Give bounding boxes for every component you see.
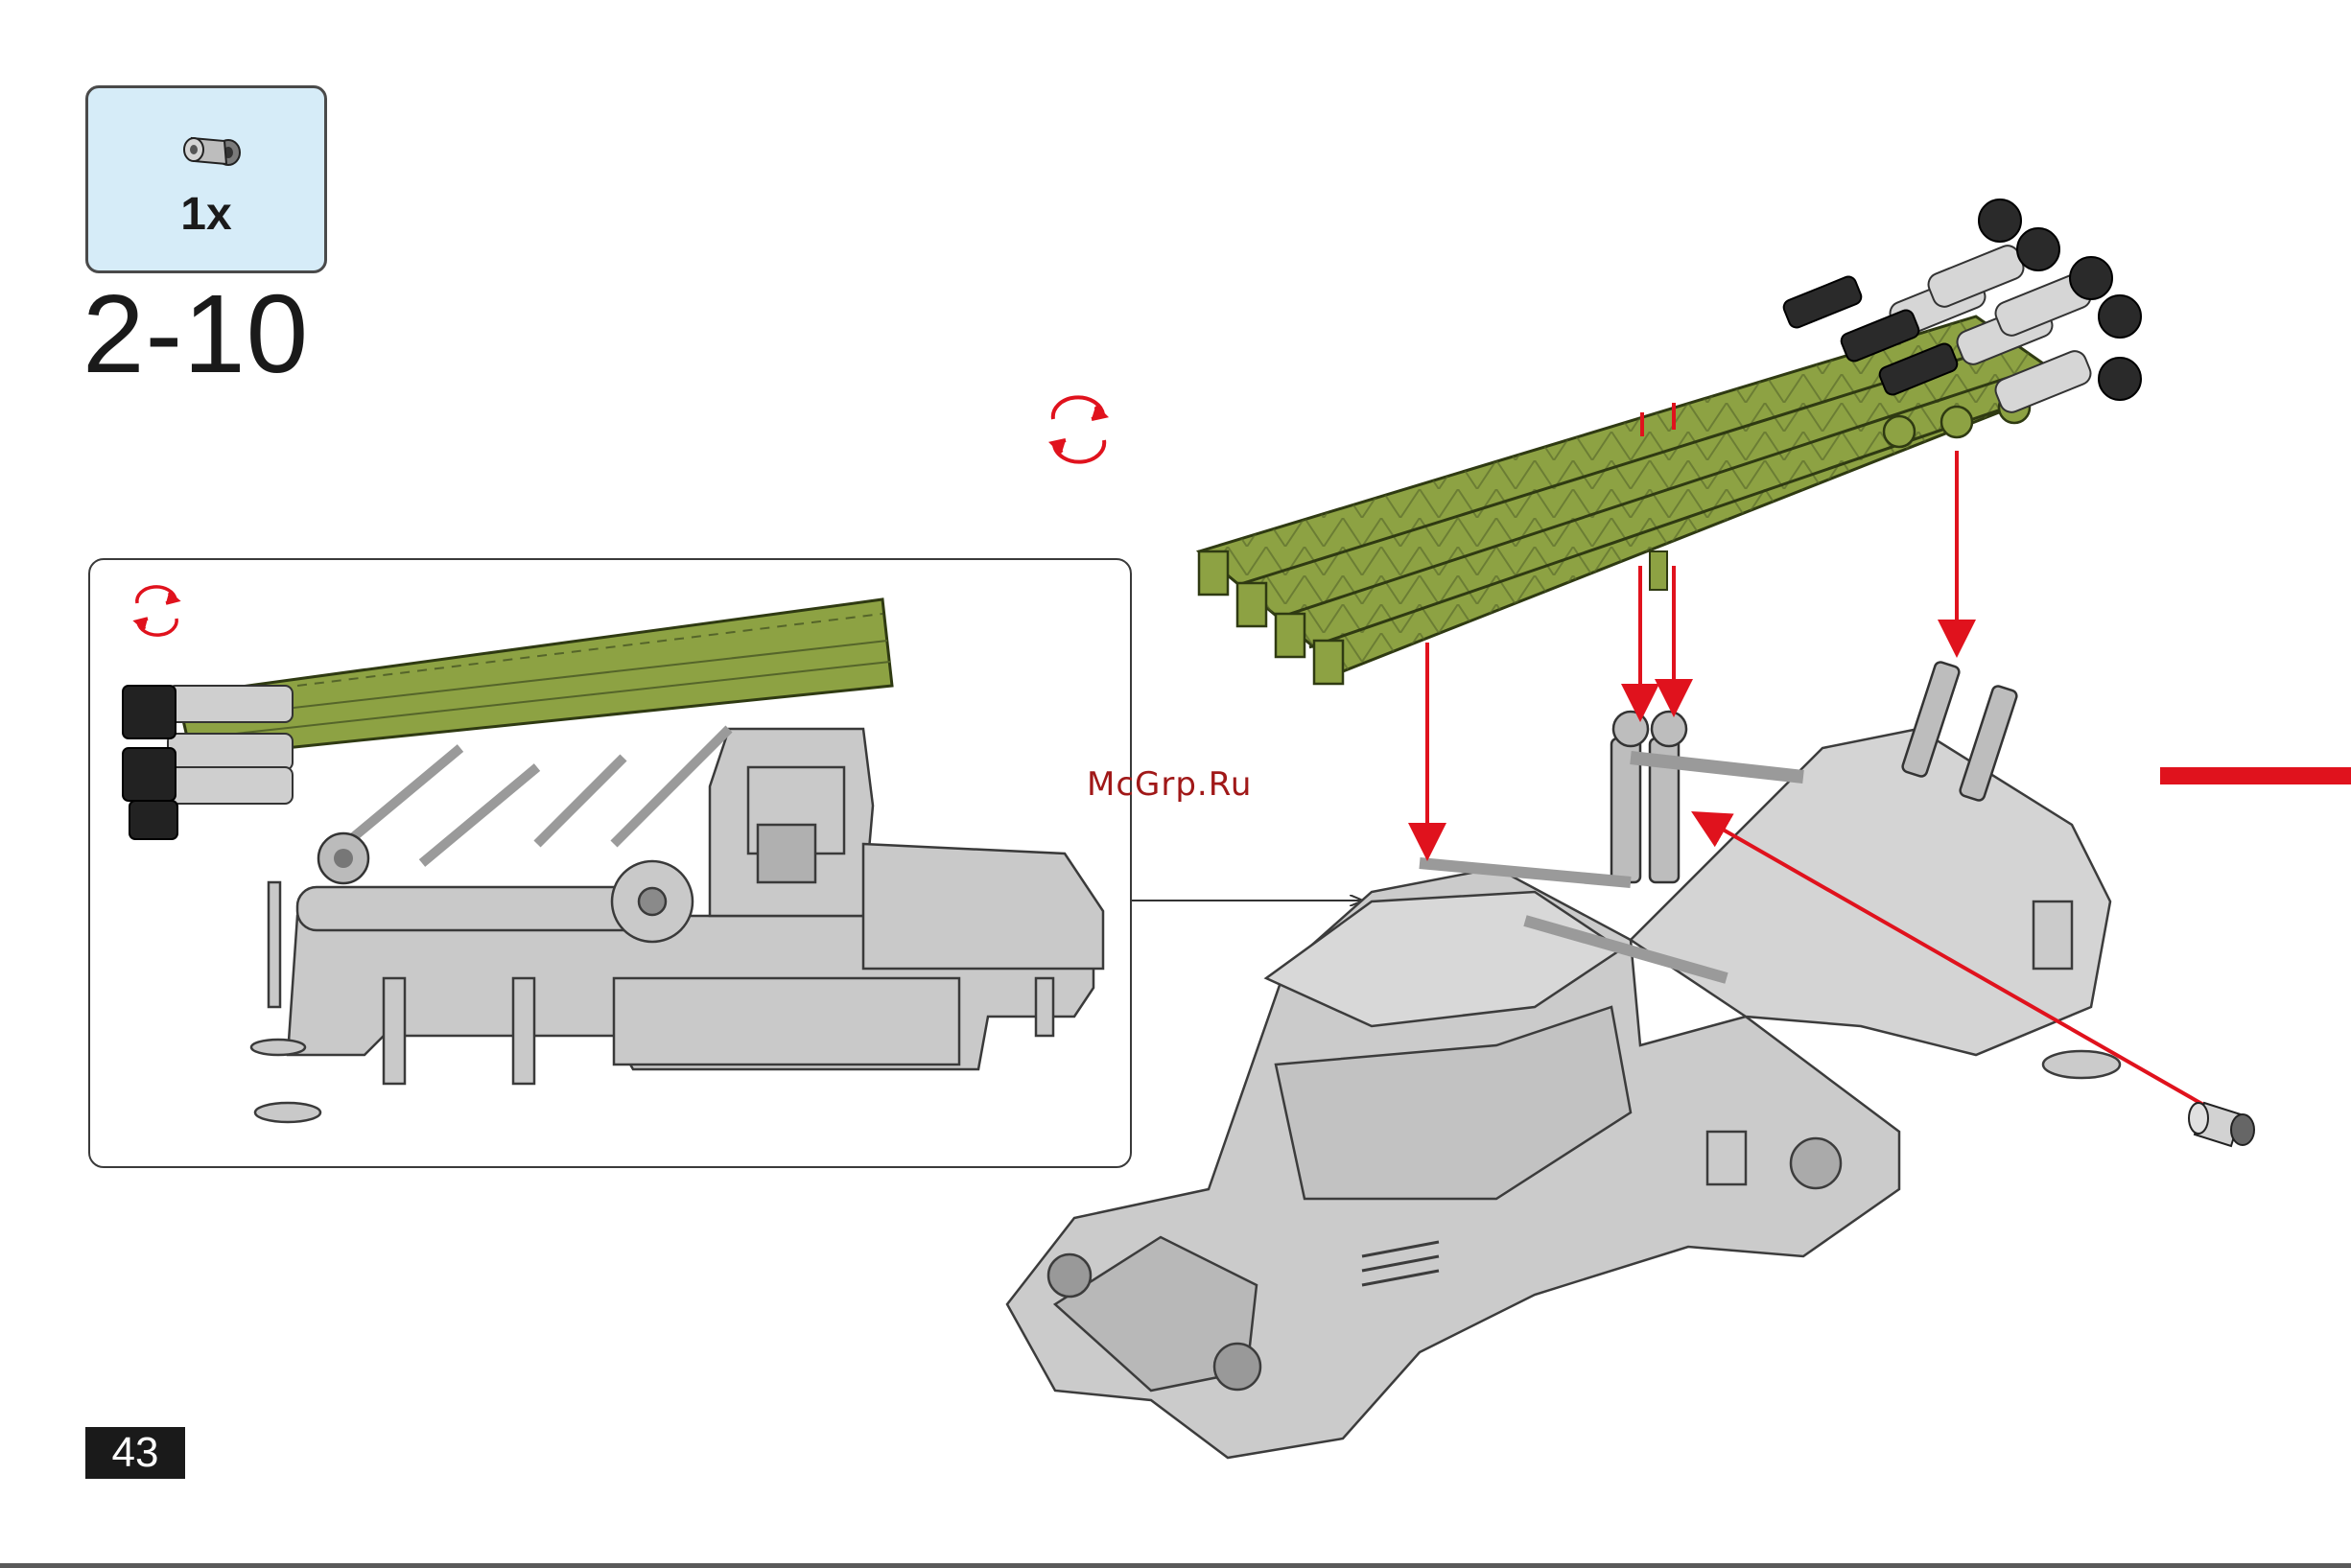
bottom-rule	[0, 1563, 2351, 1568]
page-number: 43	[85, 1427, 185, 1479]
section-edge-marker	[2160, 767, 2351, 784]
truck-body	[1007, 729, 2120, 1458]
rocket-launcher-rack	[1199, 199, 2141, 684]
rotate-icon	[1052, 397, 1105, 461]
watermark-text: McGrp.Ru	[1087, 765, 1252, 804]
inset-rotate-icon	[136, 587, 177, 635]
pin-connector-part	[2189, 1103, 2254, 1146]
inset-truck-side-view	[123, 599, 1103, 1122]
